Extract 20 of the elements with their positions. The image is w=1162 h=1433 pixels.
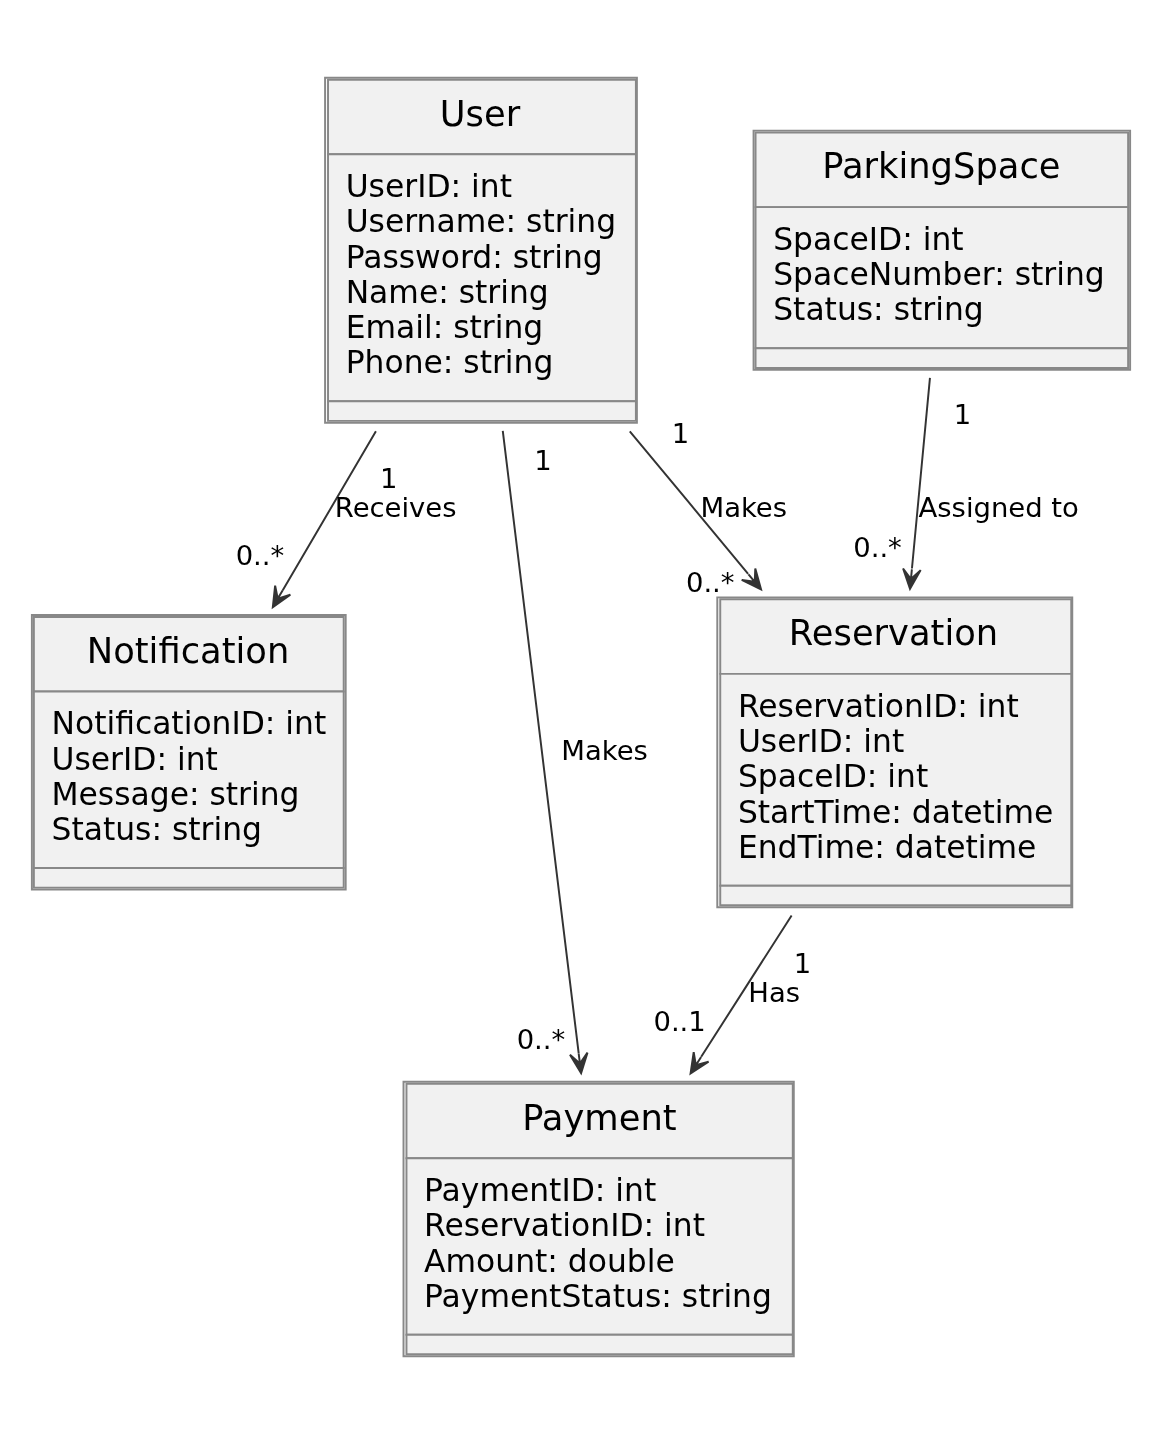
label: 1 bbox=[953, 398, 972, 430]
label: 1 bbox=[534, 444, 552, 476]
edge-label: Has bbox=[748, 976, 801, 1008]
edge-label: Makes bbox=[561, 734, 648, 766]
arrow bbox=[628, 429, 762, 590]
arrow bbox=[689, 914, 793, 1074]
arrow bbox=[902, 376, 931, 590]
label: 0..* bbox=[516, 1023, 566, 1055]
label: 1 bbox=[671, 417, 690, 449]
label: 1 bbox=[380, 462, 398, 494]
label: 1 bbox=[793, 947, 812, 979]
label: 0..1 bbox=[653, 1005, 706, 1037]
arrow bbox=[271, 429, 377, 608]
arrow bbox=[501, 429, 589, 1074]
label: 0..* bbox=[853, 531, 902, 563]
label: 0..* bbox=[685, 566, 735, 598]
edge-label: Makes bbox=[700, 491, 788, 523]
edge-label: Assigned to bbox=[918, 491, 1079, 523]
label: 0..* bbox=[235, 539, 285, 571]
edge-label: Receives bbox=[334, 491, 457, 523]
